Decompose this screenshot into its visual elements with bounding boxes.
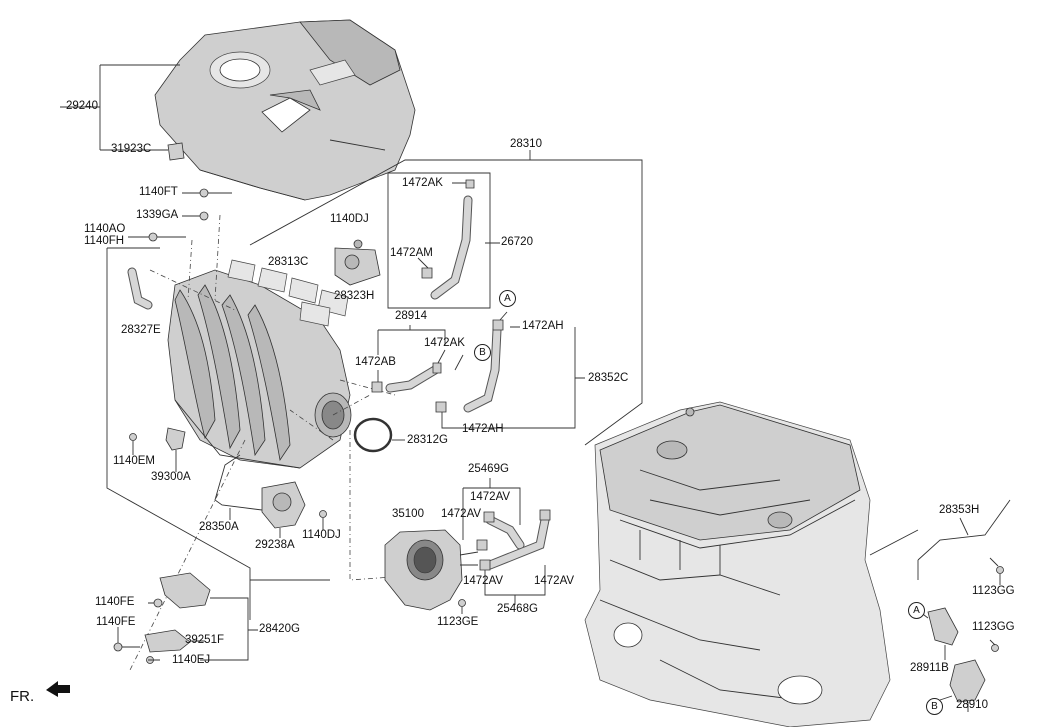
bracket-upper — [159, 572, 211, 609]
label-28910: 28910 — [956, 699, 988, 711]
front-arrow-icon — [46, 681, 70, 697]
label-28323H: 28323H — [334, 290, 375, 302]
label-1472AH-top: 1472AH — [522, 320, 564, 332]
label-28312G: 28312G — [407, 434, 448, 446]
marker-a-upper: A — [499, 290, 516, 307]
throttle-body-35100 — [384, 529, 479, 611]
label-1472AV-d: 1472AV — [534, 575, 575, 587]
label-1140FT: 1140FT — [139, 186, 178, 198]
label-1472AV-a: 1472AV — [470, 491, 511, 503]
label-31923C: 31923C — [111, 143, 152, 155]
engine-cover-29240 — [154, 19, 416, 201]
label-29240: 29240 — [66, 100, 98, 112]
label-1472AK-top: 1472AK — [402, 177, 443, 189]
marker-a-lower: A — [908, 602, 925, 619]
label-1140EJ: 1140EJ — [172, 654, 211, 666]
front-direction-label: FR. — [10, 688, 35, 705]
label-1123GE: 1123GE — [437, 616, 479, 628]
engine-block — [584, 401, 891, 727]
label-1140AO: 1140AO — [84, 223, 126, 235]
label-35100: 35100 — [392, 508, 424, 520]
bolt-1140AO — [128, 232, 186, 242]
grommet-31923C — [167, 142, 185, 161]
bracket-28911B — [927, 607, 959, 646]
bolt-1140FT — [182, 188, 232, 198]
sensor-28910 — [949, 659, 986, 703]
label-1140DJ-top: 1140DJ — [330, 213, 369, 225]
label-1472AH-bottom: 1472AH — [462, 423, 504, 435]
label-28313C: 28313C — [268, 256, 309, 268]
label-1472AM: 1472AM — [390, 247, 433, 259]
label-1140DJ-bottom: 1140DJ — [302, 529, 341, 541]
label-29238A: 29238A — [255, 539, 295, 551]
gasket-28313C — [227, 259, 349, 327]
label-39251F: 39251F — [185, 634, 225, 646]
label-28352C: 28352C — [588, 372, 629, 384]
label-1140FE-a: 1140FE — [95, 596, 135, 608]
marker-b-upper: B — [474, 344, 491, 361]
bracket-39251F — [144, 629, 191, 653]
label-25468G: 25468G — [497, 603, 538, 615]
label-25469G: 25469G — [468, 463, 509, 475]
label-1140EM: 1140EM — [113, 455, 155, 467]
marker-b-lower: B — [926, 698, 943, 715]
label-28914: 28914 — [395, 310, 427, 322]
label-1140FE-b: 1140FE — [96, 616, 136, 628]
label-1472AV-b: 1472AV — [441, 508, 482, 520]
label-1472AB: 1472AB — [355, 356, 396, 368]
sensor-28323H — [334, 239, 381, 286]
label-1123GG-a: 1123GG — [972, 585, 1015, 597]
label-26720: 26720 — [501, 236, 533, 248]
label-1472AK-mid: 1472AK — [424, 337, 465, 349]
label-1140FH: 1140FH — [84, 235, 125, 247]
label-28353H: 28353H — [939, 504, 980, 516]
label-1472AV-c: 1472AV — [463, 575, 504, 587]
label-28420G: 28420G — [259, 623, 300, 635]
label-28310: 28310 — [510, 138, 542, 150]
label-1339GA: 1339GA — [136, 209, 179, 221]
label-1123GG-b: 1123GG — [972, 621, 1015, 633]
label-39300A: 39300A — [151, 471, 191, 483]
nut-1339GA — [182, 211, 209, 221]
label-28911B: 28911B — [910, 662, 949, 674]
label-28350A: 28350A — [199, 521, 239, 533]
valve-29238A — [261, 481, 306, 538]
label-28327E: 28327E — [121, 324, 161, 336]
